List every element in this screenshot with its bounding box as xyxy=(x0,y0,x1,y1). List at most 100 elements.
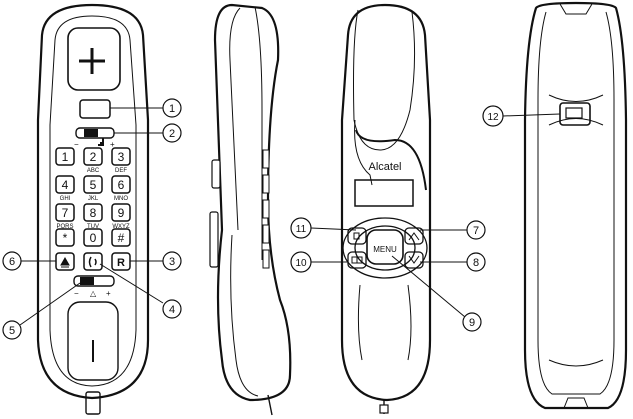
ringer-bell-label: △ xyxy=(90,289,97,298)
key-letters: DEF xyxy=(115,168,127,174)
svg-text:6: 6 xyxy=(9,256,15,268)
key-digit: 6 xyxy=(118,178,125,192)
volume-bars-icon xyxy=(96,138,104,146)
svg-text:10: 10 xyxy=(295,258,307,269)
svg-text:11: 11 xyxy=(296,224,307,235)
cord-connector xyxy=(379,404,389,414)
hangup-key[interactable] xyxy=(347,227,367,245)
side-switch xyxy=(209,211,219,268)
nav-ring[interactable] xyxy=(354,225,416,271)
down-key[interactable] xyxy=(404,251,424,269)
phonebook-key[interactable] xyxy=(347,251,367,269)
menu-view: Alcatel MENU xyxy=(340,3,432,414)
callout-9: 9 xyxy=(462,312,482,332)
callout-8: 8 xyxy=(466,252,486,272)
side-key xyxy=(262,224,270,244)
svg-text:3: 3 xyxy=(169,256,175,268)
recall-label: R xyxy=(117,257,125,269)
earpiece xyxy=(67,27,121,91)
key-digit: 2 xyxy=(90,150,97,164)
key-digit: * xyxy=(63,231,68,245)
ringer-slider[interactable] xyxy=(73,275,115,287)
svg-text:4: 4 xyxy=(169,304,175,316)
callout-7: 7 xyxy=(466,220,486,240)
menu-label: MENU xyxy=(373,245,397,254)
callout-12: 12 xyxy=(482,105,504,127)
plus-icon xyxy=(79,48,105,74)
callout-1: 1 xyxy=(162,98,182,118)
ringer-slider-thumb[interactable] xyxy=(80,277,94,285)
redial-icon xyxy=(60,256,70,268)
key-letters: TUV xyxy=(87,224,99,230)
key-0[interactable]: 0 xyxy=(83,228,103,247)
volume-slider-thumb[interactable] xyxy=(84,129,98,137)
callout-3: 3 xyxy=(162,251,182,271)
key-digit: 5 xyxy=(90,178,97,192)
volume-plus-label: + xyxy=(110,140,115,149)
key-letters: PQRS xyxy=(56,224,73,230)
callout-6: 6 xyxy=(2,251,22,271)
display-screen xyxy=(354,179,414,207)
phonebook-icon xyxy=(351,256,363,264)
key-digit: 8 xyxy=(90,206,97,220)
menu-button[interactable] xyxy=(366,229,404,265)
handsfree-key[interactable] xyxy=(83,252,103,271)
up-key[interactable] xyxy=(404,227,424,245)
key-letters: ABC xyxy=(87,168,100,174)
mouthpiece xyxy=(67,301,119,381)
key-letters: WXYZ xyxy=(112,224,130,230)
svg-text:1: 1 xyxy=(169,103,175,115)
key-digit: 4 xyxy=(62,178,69,192)
key-digit: 1 xyxy=(62,150,69,164)
key-digit: 9 xyxy=(118,206,125,220)
svg-text:5: 5 xyxy=(9,325,15,337)
key-letters: GHI xyxy=(60,196,71,202)
side-switch xyxy=(211,159,221,189)
cord xyxy=(267,394,273,416)
side-key xyxy=(262,149,270,169)
svg-text:7: 7 xyxy=(473,225,479,237)
ringer-plus-label: + xyxy=(106,289,111,298)
svg-text:2: 2 xyxy=(169,128,175,140)
key-star[interactable]: * xyxy=(55,228,75,247)
callout-2: 2 xyxy=(162,123,182,143)
key-digit: 3 xyxy=(118,150,125,164)
key-1[interactable]: 1 xyxy=(55,147,75,166)
svg-text:9: 9 xyxy=(469,317,475,329)
volume-minus-label: − xyxy=(74,140,79,149)
ringer-minus-label: − xyxy=(74,289,79,298)
chevron-down-icon xyxy=(408,255,420,264)
cord-connector xyxy=(85,391,101,415)
chevron-up-icon xyxy=(408,232,420,241)
callout-4: 4 xyxy=(162,299,182,319)
key-digit: 0 xyxy=(90,231,97,245)
callout-11: 11 xyxy=(290,217,312,239)
callout-5: 5 xyxy=(2,320,22,340)
key-digit: 7 xyxy=(62,206,69,220)
svg-text:12: 12 xyxy=(487,112,499,123)
back-view xyxy=(523,1,628,410)
phone-icon xyxy=(88,256,97,268)
callout-10: 10 xyxy=(290,251,312,273)
side-key xyxy=(262,174,270,194)
callout-leaders xyxy=(19,107,561,326)
key-hash[interactable]: # xyxy=(111,228,131,247)
hangup-icon xyxy=(353,232,360,240)
key-letters: JKL xyxy=(88,196,99,202)
hook-button[interactable] xyxy=(79,99,111,119)
side-key xyxy=(262,199,270,219)
brand-logo: Alcatel xyxy=(368,161,401,173)
svg-text:8: 8 xyxy=(473,257,479,269)
side-view xyxy=(209,3,292,416)
side-key xyxy=(262,249,270,269)
